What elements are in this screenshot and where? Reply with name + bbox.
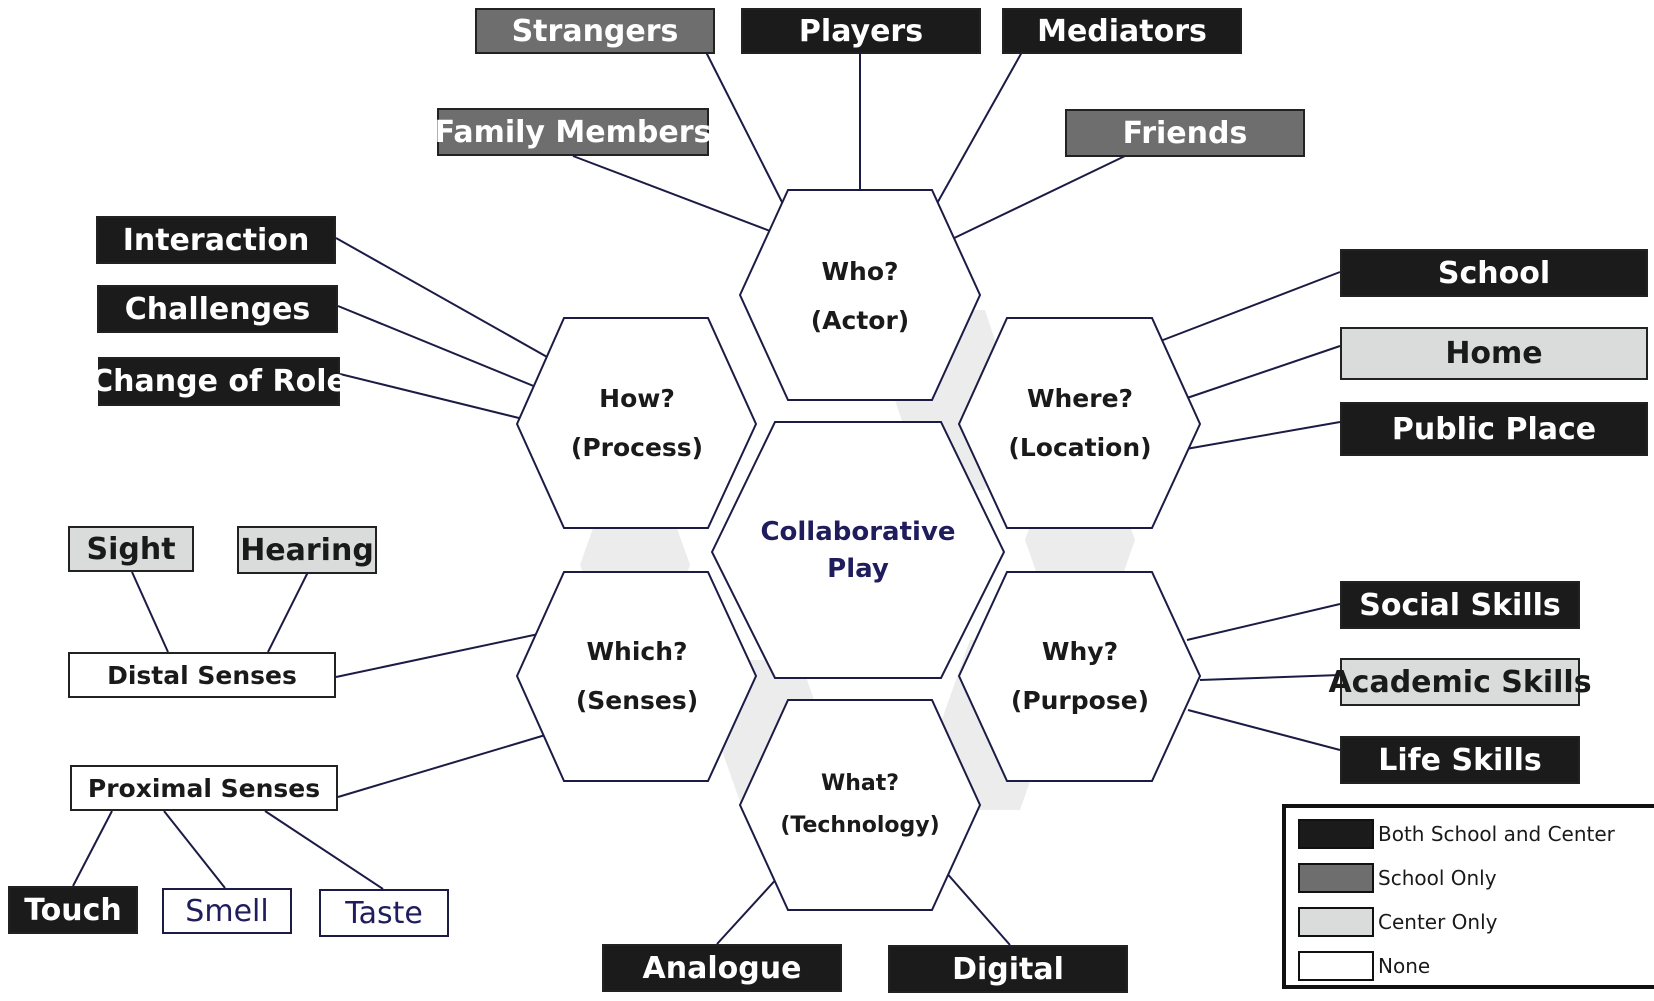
connector-line xyxy=(337,732,553,798)
connector-line xyxy=(1149,271,1341,346)
legend-swatch-both xyxy=(1298,819,1374,849)
node-hearing: Hearing xyxy=(237,526,377,574)
hex-where-subtitle: (Location) xyxy=(1008,433,1151,462)
node-players: Players xyxy=(741,8,981,54)
hex-which-subtitle: (Senses) xyxy=(576,686,698,715)
legend-row-none: None xyxy=(1298,950,1430,982)
legend-label-center-only: Center Only xyxy=(1378,910,1498,934)
hex-how xyxy=(515,317,758,529)
connector-line xyxy=(1186,345,1341,399)
node-school: School xyxy=(1340,249,1648,297)
legend-swatch-none xyxy=(1298,951,1374,981)
node-distal-senses: Distal Senses xyxy=(68,652,336,698)
hex-who-subtitle: (Actor) xyxy=(811,306,909,335)
node-digital: Digital xyxy=(888,945,1128,993)
hex-how-title: How? xyxy=(599,384,675,413)
connector-line xyxy=(716,874,781,945)
connector-line xyxy=(131,571,169,653)
node-strangers: Strangers xyxy=(475,8,715,54)
legend-label-none: None xyxy=(1378,954,1431,978)
node-analogue: Analogue xyxy=(602,944,842,992)
node-family-members: Family Members xyxy=(435,108,711,156)
connector-line xyxy=(1185,421,1341,450)
connector-line xyxy=(264,810,384,890)
connector-line xyxy=(934,51,1023,208)
connector-line xyxy=(572,155,779,235)
node-smell: Smell xyxy=(162,888,292,934)
hex-what-title: What? xyxy=(821,771,899,796)
hex-who xyxy=(738,189,982,401)
legend-swatch-center-only xyxy=(1298,907,1374,937)
hex-which xyxy=(515,571,758,782)
hex-where xyxy=(957,317,1202,529)
node-friends: Friends xyxy=(1065,109,1305,157)
connector-line xyxy=(163,810,226,889)
legend-row-school-only: School Only xyxy=(1298,862,1497,894)
node-public-place: Public Place xyxy=(1340,402,1648,456)
legend-row-both: Both School and Center xyxy=(1298,818,1615,850)
connector-line xyxy=(335,237,557,363)
hex-how-subtitle: (Process) xyxy=(571,433,703,462)
connector-line xyxy=(943,869,1011,946)
hex-why-title: Why? xyxy=(1042,637,1118,666)
hex-what xyxy=(738,699,982,911)
connector-line xyxy=(1199,674,1341,681)
connectors xyxy=(72,51,1341,946)
center-title-line2: Play xyxy=(827,554,889,584)
hex-which-title: Which? xyxy=(586,637,687,666)
node-taste: Taste xyxy=(319,889,449,937)
node-touch: Touch xyxy=(8,886,138,934)
legend-label-school-only: School Only xyxy=(1378,866,1497,890)
node-life-skills: Life Skills xyxy=(1340,736,1580,784)
hex-where-title: Where? xyxy=(1027,384,1133,413)
node-home: Home xyxy=(1340,327,1648,380)
hex-what-subtitle: (Technology) xyxy=(780,813,939,838)
legend-label-both: Both School and Center xyxy=(1378,822,1615,846)
connector-line xyxy=(705,51,787,211)
node-sight: Sight xyxy=(68,526,194,572)
connector-line xyxy=(1187,709,1341,751)
legend: Both School and Center School Only Cente… xyxy=(1282,804,1654,989)
connector-line xyxy=(339,373,528,421)
node-change-of-role: Change of Role xyxy=(91,357,347,406)
node-proximal-senses: Proximal Senses xyxy=(70,765,338,811)
node-interaction: Interaction xyxy=(96,216,336,264)
connector-line xyxy=(947,155,1126,242)
node-mediators: Mediators xyxy=(1002,8,1242,54)
connector-line xyxy=(267,571,309,653)
connector-line xyxy=(337,305,537,388)
hex-why xyxy=(957,571,1202,782)
legend-row-center-only: Center Only xyxy=(1298,906,1497,938)
legend-swatch-school-only xyxy=(1298,863,1374,893)
connector-line xyxy=(335,631,549,678)
node-academic-skills: Academic Skills xyxy=(1328,658,1592,706)
hex-center xyxy=(710,421,1006,679)
connector-line xyxy=(72,810,113,887)
hex-why-subtitle: (Purpose) xyxy=(1011,686,1149,715)
node-social-skills: Social Skills xyxy=(1340,581,1580,629)
connector-line xyxy=(1186,603,1341,641)
hex-who-title: Who? xyxy=(821,257,898,286)
node-challenges: Challenges xyxy=(97,285,338,333)
center-title-line1: Collaborative xyxy=(760,517,955,547)
